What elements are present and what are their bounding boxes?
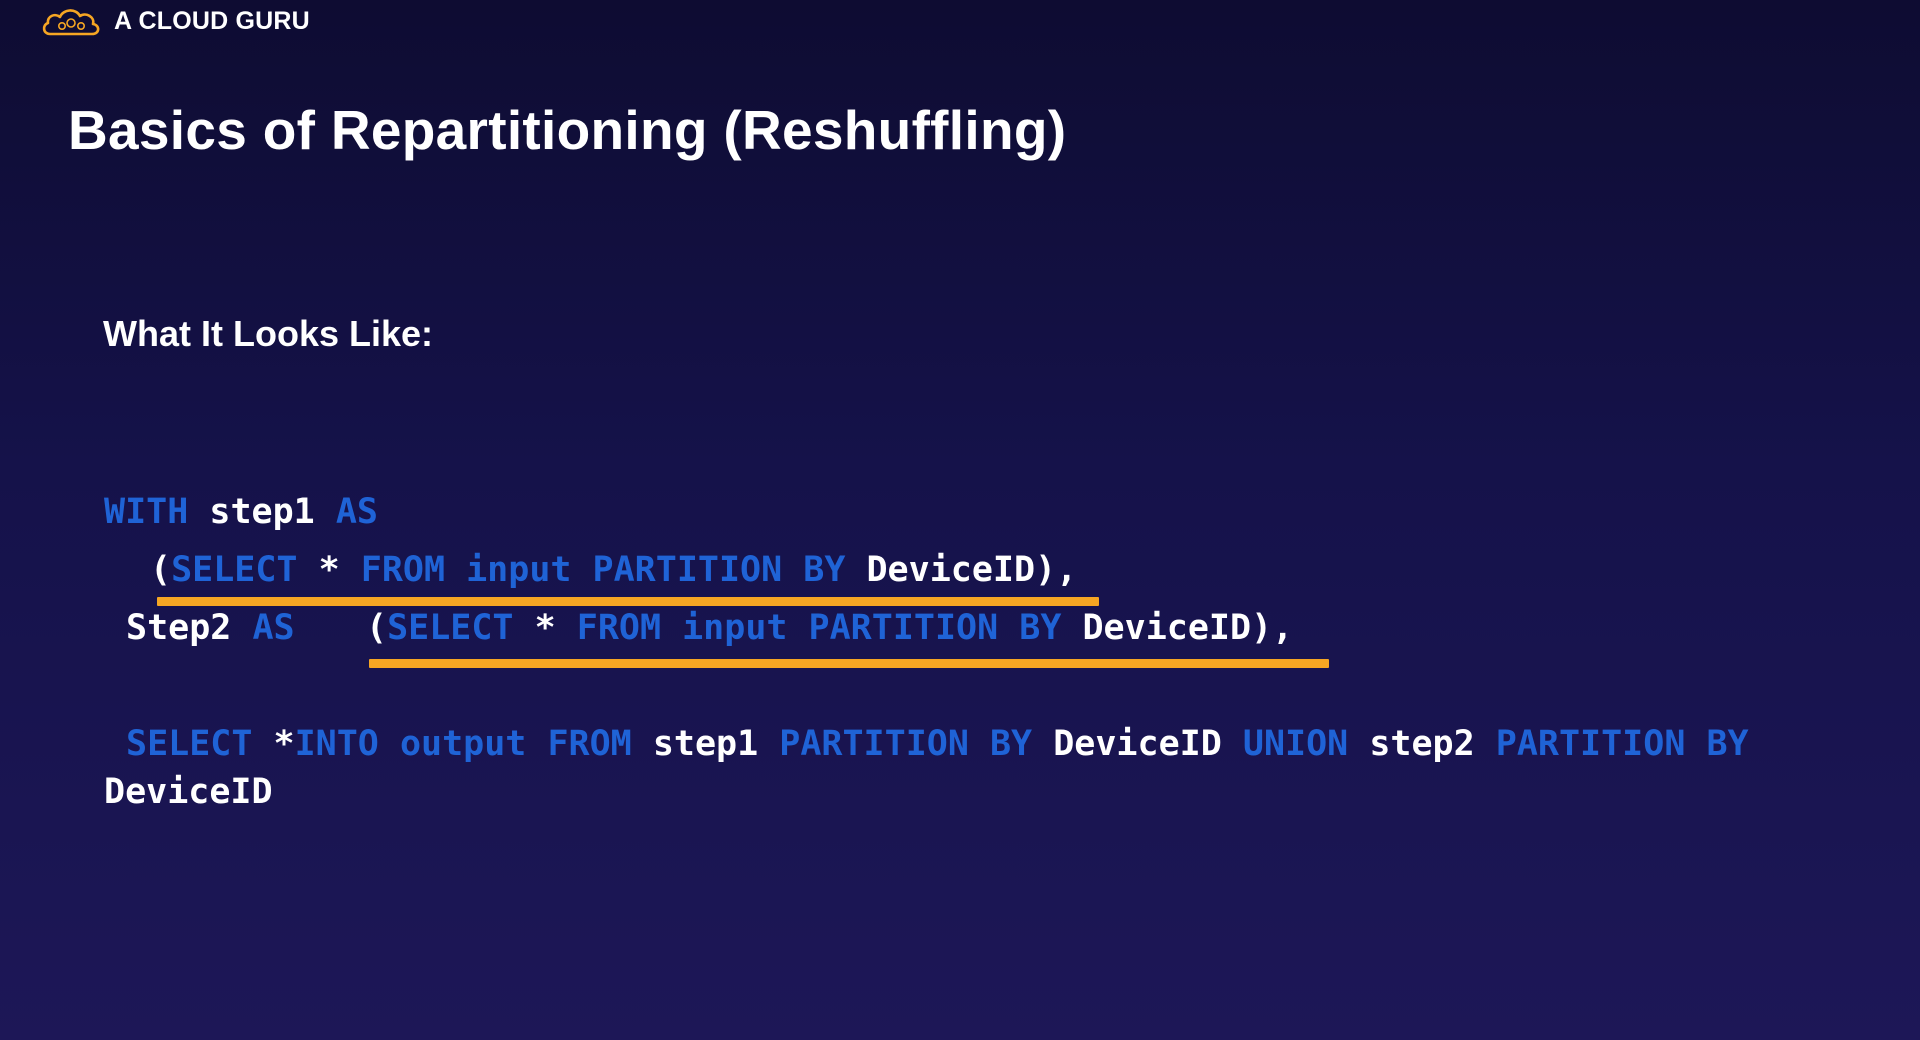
code-identifier: step1 — [652, 724, 759, 764]
code-keyword: FROM input PARTITION BY — [576, 608, 1062, 648]
code-keyword: UNION — [1242, 724, 1349, 764]
code-line-3: Step2 AS — [126, 606, 295, 650]
code-keyword: INTO output FROM — [294, 724, 632, 764]
code-paren: ( — [150, 550, 172, 590]
code-line-2: (SELECT * FROM input PARTITION BY Device… — [150, 548, 1077, 592]
code-paren: ( — [366, 608, 388, 648]
code-identifier: step2 — [1369, 724, 1475, 764]
slide-subtitle: What It Looks Like: — [103, 313, 434, 354]
highlight-underline-1 — [157, 597, 1099, 606]
code-line-3-subquery: (SELECT * FROM input PARTITION BY Device… — [366, 606, 1293, 650]
slide-title: Basics of Repartitioning (Reshuffling) — [68, 99, 1067, 161]
code-line-5: DeviceID — [104, 770, 273, 814]
code-identifier: step1 — [209, 492, 315, 532]
code-keyword: SELECT — [126, 724, 253, 764]
code-identifier: DeviceID — [1053, 724, 1222, 764]
brand-name: A CLOUD GURU — [114, 6, 310, 35]
brand-logo: A CLOUD GURU — [40, 4, 310, 38]
code-identifier: DeviceID — [104, 772, 273, 812]
code-keyword: PARTITION BY — [1495, 724, 1749, 764]
code-star: * — [273, 724, 295, 764]
cloud-icon — [42, 9, 100, 36]
code-keyword: AS — [252, 608, 295, 648]
code-line-1: WITH step1 AS — [104, 490, 378, 534]
code-keyword: WITH — [104, 492, 189, 532]
code-keyword: SELECT — [171, 550, 298, 590]
code-identifier: Step2 — [126, 608, 232, 648]
code-star: * — [318, 550, 340, 590]
code-keyword: FROM input PARTITION BY — [360, 550, 846, 590]
code-identifier: DeviceID), — [1082, 608, 1294, 648]
code-identifier: DeviceID), — [866, 550, 1078, 590]
code-keyword: AS — [335, 492, 378, 532]
code-line-4: SELECT *INTO output FROM step1 PARTITION… — [126, 722, 1749, 766]
code-keyword: SELECT — [387, 608, 514, 648]
code-keyword: PARTITION BY — [779, 724, 1033, 764]
code-star: * — [534, 608, 556, 648]
highlight-underline-2 — [369, 659, 1329, 668]
